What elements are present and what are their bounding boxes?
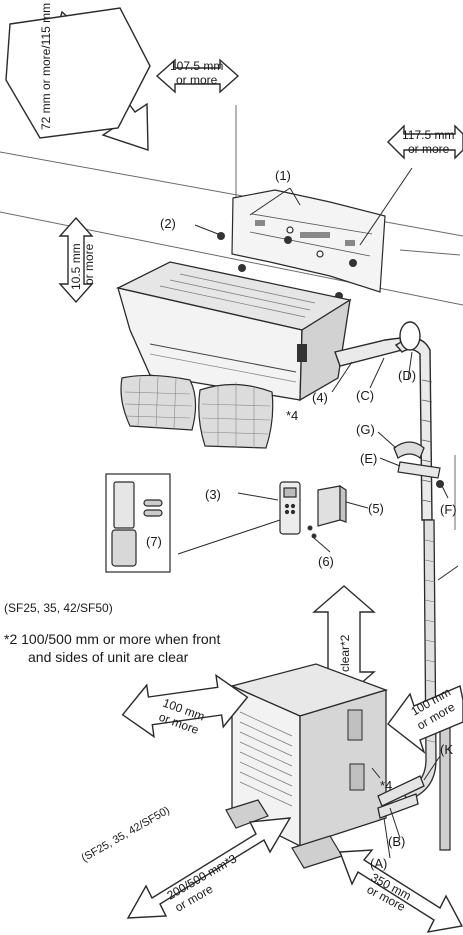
part-leaders-remote xyxy=(177,492,369,555)
part-c: (C) xyxy=(356,388,374,403)
outdoor-left-clearance-arrow xyxy=(121,673,249,739)
outdoor-grille xyxy=(239,711,293,807)
models-top: (SF25, 35, 42/SF50) xyxy=(4,601,113,615)
part-leaders-outdoor xyxy=(371,755,441,859)
drain-hose xyxy=(439,719,451,851)
part-leaders-top xyxy=(194,167,413,246)
pipe-knurl xyxy=(421,379,433,503)
part-leaders-mid xyxy=(331,351,459,581)
filter-mesh xyxy=(124,375,271,448)
models-outdoor: (SF25, 35, 42/SF50) xyxy=(80,804,172,864)
right-top-clearance-arrow xyxy=(387,124,463,160)
wall-clearance-box xyxy=(5,7,151,139)
right-top-clearance-b: or more xyxy=(408,142,450,156)
remote-control xyxy=(279,481,301,535)
part-g: (G) xyxy=(356,422,375,437)
indoor-unit xyxy=(116,261,352,402)
part-b: (B) xyxy=(388,834,405,849)
holder-screws xyxy=(307,525,317,539)
part-2: (2) xyxy=(160,216,176,231)
part-4: (4) xyxy=(312,390,328,405)
outdoor-top-clearance: clear*2 xyxy=(338,634,352,672)
part-k: (K xyxy=(440,742,453,757)
mounting-plate xyxy=(231,189,386,293)
part-a: (A) xyxy=(370,856,387,871)
indoor-star-4: *4 xyxy=(286,408,298,423)
ceiling-clearance-a: 10.5 mm xyxy=(69,243,83,290)
left-top-clearance-a: 107.5 mm xyxy=(170,59,223,73)
remote-holder xyxy=(317,484,347,527)
screws xyxy=(217,232,357,300)
right-top-clearance-a: 117.5 mm xyxy=(402,128,454,142)
indoor-piping xyxy=(334,321,433,521)
footnote-line2: and sides of unit are clear xyxy=(28,649,189,665)
part-5: (5) xyxy=(368,501,384,516)
outdoor-front-clearance-arrow xyxy=(339,849,463,933)
part-3: (3) xyxy=(205,487,221,502)
wall-clearance-text: 72 mm or more/115 mm or more for left an… xyxy=(39,0,53,130)
part-6: (6) xyxy=(318,554,334,569)
clamp-e xyxy=(397,461,441,479)
battery-inset xyxy=(105,473,171,573)
indoor-grille xyxy=(159,273,316,318)
footnote-line1: *2 100/500 mm or more when front xyxy=(4,631,220,647)
outdoor-service-panel xyxy=(347,709,365,791)
left-top-clearance-arrow xyxy=(155,58,240,94)
part-7: (7) xyxy=(146,534,162,549)
part-1: (1) xyxy=(275,168,291,183)
air-filter-left xyxy=(120,374,197,431)
outdoor-star-4: *4 xyxy=(380,778,392,793)
ceiling-clearance-arrow xyxy=(58,216,94,304)
outdoor-back-clearance-arrow xyxy=(126,817,292,919)
ceiling-clearance-b: or more xyxy=(82,243,96,285)
left-top-clearance-b: or more xyxy=(176,73,218,87)
long-piping xyxy=(400,519,437,801)
part-f: (F) xyxy=(440,502,457,517)
outdoor-right-clearance-arrow xyxy=(387,685,463,754)
part-d: (D) xyxy=(398,368,416,383)
part-e: (E) xyxy=(360,451,377,466)
outdoor-connection-pipes xyxy=(377,775,425,819)
clamp-g xyxy=(393,441,425,460)
